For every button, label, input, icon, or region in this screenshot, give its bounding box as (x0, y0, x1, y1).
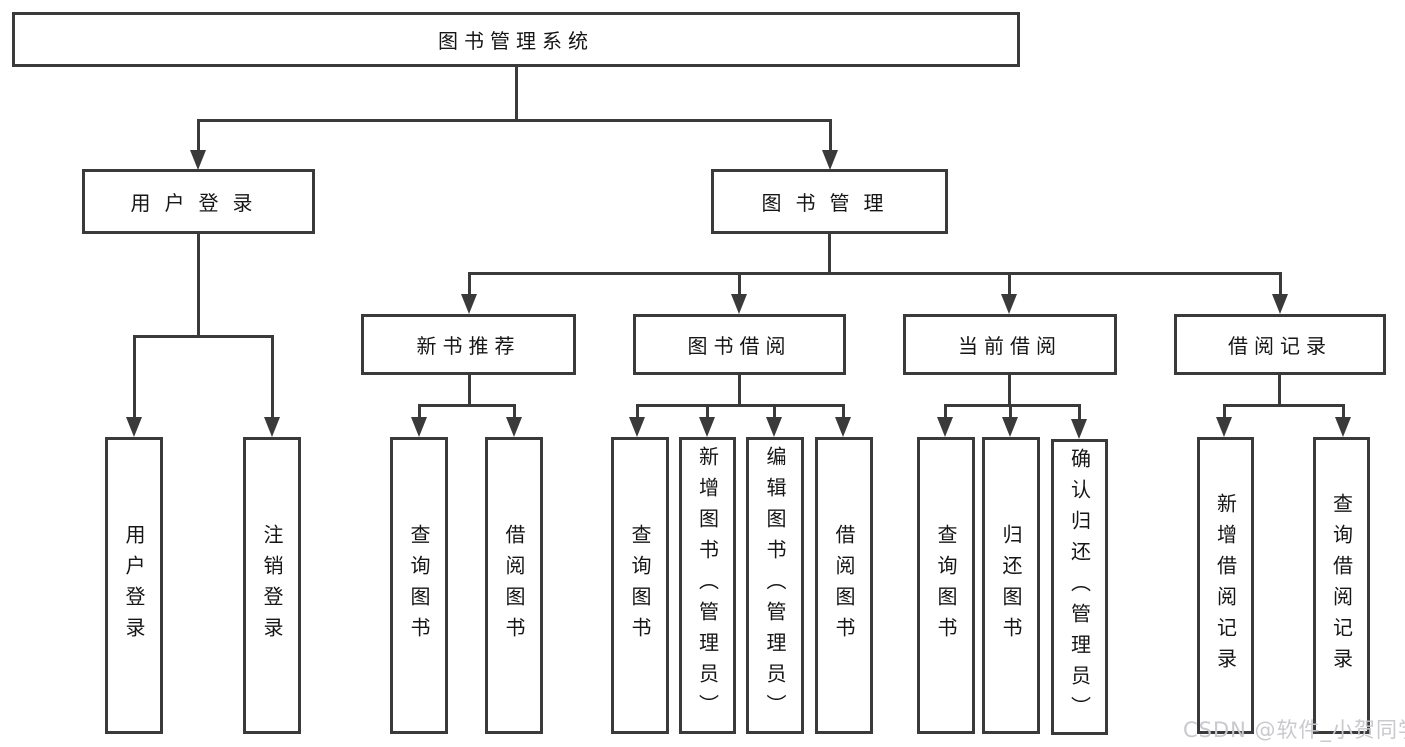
connector-line (829, 119, 832, 152)
connector-line (828, 234, 831, 275)
node-user-login-leaf: 用户登录 (105, 437, 163, 734)
node-query-borrow-record: 查询借阅记录 (1313, 437, 1370, 734)
connector-arrow-down (766, 417, 782, 437)
node-book-management: 图书管理 (711, 169, 948, 234)
connector-line (944, 404, 947, 419)
connector-arrow-down (731, 294, 747, 314)
node-query-books-3: 查询图书 (917, 437, 975, 734)
connector-arrow-down (629, 417, 645, 437)
connector-line (944, 404, 1081, 407)
connector-arrow-down (126, 417, 142, 437)
connector-line (706, 404, 709, 419)
connector-arrow-down (190, 150, 206, 170)
node-query-books-1: 查询图书 (390, 437, 448, 734)
node-book-borrowing: 图书借阅 (633, 314, 846, 375)
connector-line (197, 119, 832, 122)
connector-line (842, 404, 845, 419)
node-add-books-admin: 新增图书（管理员） (679, 437, 736, 734)
connector-arrow-down (1216, 417, 1232, 437)
connector-line (1223, 404, 1226, 419)
connector-line (515, 66, 518, 122)
node-borrow-books-1: 借阅图书 (485, 437, 543, 734)
connector-line (133, 335, 273, 338)
connector-arrow-down (264, 417, 280, 437)
node-edit-books-admin: 编辑图书（管理员） (746, 437, 804, 734)
connector-line (738, 375, 741, 407)
connector-line (197, 234, 200, 338)
connector-line (1008, 375, 1011, 407)
connector-arrow-down (699, 417, 715, 437)
watermark: CSDN @软件_小贺同学 (1183, 718, 1405, 742)
connector-arrow-down (1071, 419, 1087, 439)
connector-line (636, 404, 639, 419)
connector-arrow-down (835, 417, 851, 437)
node-add-borrow-record: 新增借阅记录 (1197, 437, 1254, 734)
connector-arrow-down (411, 417, 427, 437)
connector-line (271, 335, 274, 420)
connector-line (636, 404, 845, 407)
connector-line (418, 404, 516, 407)
connector-line (1009, 404, 1012, 419)
connector-line (418, 404, 421, 419)
node-logout: 注销登录 (243, 437, 301, 734)
connector-line (1223, 404, 1344, 407)
connector-line (1279, 272, 1282, 298)
connector-line (468, 272, 1282, 275)
node-confirm-return-admin: 确认归还（管理员） (1051, 439, 1108, 735)
connector-line (1278, 375, 1281, 407)
node-borrowing-records: 借阅记录 (1174, 314, 1386, 375)
node-borrow-books-2: 借阅图书 (815, 437, 873, 734)
connector-arrow-down (506, 417, 522, 437)
node-library-management-system: 图书管理系统 (12, 12, 1020, 67)
connector-arrow-down (1002, 417, 1018, 437)
connector-line (1008, 272, 1011, 298)
connector-arrow-down (822, 150, 838, 170)
node-new-book-recommend: 新书推荐 (361, 314, 576, 375)
connector-line (133, 335, 136, 420)
connector-arrow-down (1335, 417, 1351, 437)
connector-arrow-down (1001, 294, 1017, 314)
connector-line (197, 119, 200, 152)
node-return-books: 归还图书 (982, 437, 1040, 734)
connector-line (1078, 404, 1081, 421)
node-current-borrowing: 当前借阅 (903, 314, 1117, 375)
connector-line (513, 404, 516, 419)
node-user-login: 用户登录 (82, 169, 315, 234)
node-query-books-2: 查询图书 (611, 437, 669, 734)
connector-line (738, 272, 741, 298)
connector-arrow-down (937, 417, 953, 437)
connector-arrow-down (461, 294, 477, 314)
connector-arrow-down (1272, 294, 1288, 314)
connector-line (1342, 404, 1345, 419)
connector-line (468, 272, 471, 298)
connector-line (468, 375, 471, 407)
connector-line (773, 404, 776, 419)
